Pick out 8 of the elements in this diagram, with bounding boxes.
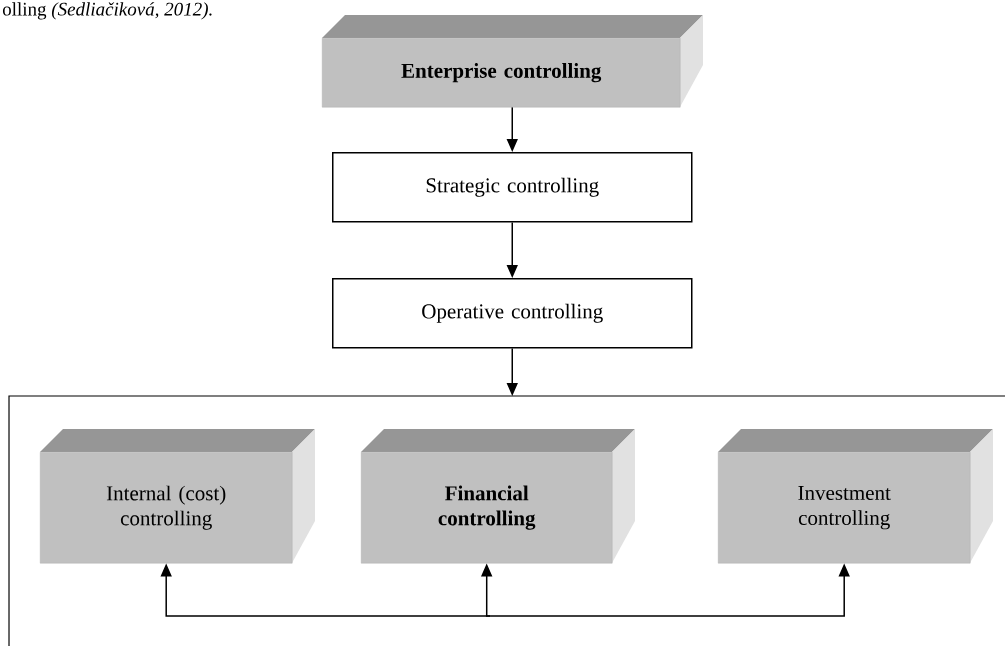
group-frame bbox=[8, 395, 1005, 646]
raised-box: Enterprise controlling bbox=[322, 15, 703, 108]
caption-text: olling (Sedliačiková, 2012). bbox=[2, 2, 212, 20]
raised-box: Financial controlling bbox=[361, 429, 635, 564]
raised-box: Investment controlling bbox=[718, 429, 993, 564]
process-box: Operative controlling bbox=[332, 278, 693, 349]
raised-box: Internal (cost) controlling bbox=[40, 429, 315, 564]
process-box: Strategic controlling bbox=[332, 152, 693, 223]
